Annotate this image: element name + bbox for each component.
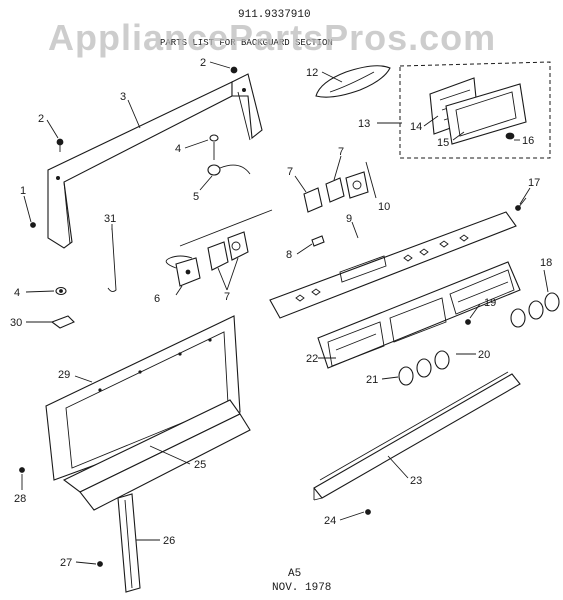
panel-screw xyxy=(465,319,471,325)
washer-upper xyxy=(209,134,219,142)
callout-7c: 7 xyxy=(224,291,230,303)
knob-set-lower xyxy=(398,350,450,386)
revision-date: NOV. 1978 xyxy=(272,582,331,594)
screw-left xyxy=(56,138,64,152)
infinite-switch-left xyxy=(207,241,229,271)
infinite-switch-right xyxy=(227,231,249,261)
callout-2a: 2 xyxy=(200,57,206,69)
page-code: A5 xyxy=(288,568,301,580)
selector-switch xyxy=(345,171,369,199)
callout-2b: 2 xyxy=(38,113,44,125)
leader-lines xyxy=(21,61,549,565)
rotary-switch-b xyxy=(325,177,345,203)
timer-switch xyxy=(165,255,201,287)
light-socket xyxy=(207,142,251,176)
display-module-group xyxy=(399,61,551,159)
callout-19: 19 xyxy=(484,297,496,309)
trim-screw xyxy=(365,509,371,515)
callout-5: 5 xyxy=(193,191,199,203)
callout-6: 6 xyxy=(154,293,160,305)
callout-13: 13 xyxy=(358,118,370,130)
callout-3: 3 xyxy=(120,91,126,103)
wire-lead xyxy=(107,227,117,293)
callout-17: 17 xyxy=(528,177,540,189)
callout-26: 26 xyxy=(163,535,175,547)
mounting-bracket xyxy=(50,315,75,329)
callout-8: 8 xyxy=(286,249,292,261)
bottom-tray xyxy=(62,399,251,511)
watermark: AppliancePartsPros.com xyxy=(48,17,496,58)
callout-25: 25 xyxy=(194,459,206,471)
callout-4b: 4 xyxy=(14,287,20,299)
callout-29: 29 xyxy=(58,369,70,381)
rotary-switch-a xyxy=(303,187,323,213)
terminal-clip xyxy=(311,235,325,247)
callout-18: 18 xyxy=(540,257,552,269)
callout-21: 21 xyxy=(366,374,378,386)
callout-30: 30 xyxy=(10,317,22,329)
callout-10: 10 xyxy=(378,201,390,213)
control-panel-overlay xyxy=(269,211,517,319)
lens-screw xyxy=(505,132,515,140)
screw-top xyxy=(230,66,238,74)
callout-7a: 7 xyxy=(287,166,293,178)
callout-14: 14 xyxy=(410,121,422,133)
support-bracket xyxy=(117,493,141,593)
support-screw xyxy=(97,561,103,567)
callout-24: 24 xyxy=(324,515,336,527)
callout-20: 20 xyxy=(478,349,490,361)
rear-screw xyxy=(19,467,25,473)
model-number: 911.9337910 xyxy=(238,9,311,21)
backguard-panel xyxy=(47,73,263,249)
side-screw xyxy=(30,222,36,228)
fluorescent-lamp xyxy=(315,65,391,98)
callout-15: 15 xyxy=(437,137,449,149)
callout-1: 1 xyxy=(20,185,26,197)
washer-lower xyxy=(55,286,67,296)
callout-27: 27 xyxy=(60,557,72,569)
callout-23: 23 xyxy=(410,475,422,487)
trim-strip xyxy=(313,371,521,501)
callout-31: 31 xyxy=(104,213,116,225)
callout-4a: 4 xyxy=(175,143,181,155)
callout-12: 12 xyxy=(306,67,318,79)
end-screw xyxy=(515,197,527,211)
callout-9: 9 xyxy=(346,213,352,225)
callout-28: 28 xyxy=(14,493,26,505)
callout-7b: 7 xyxy=(338,146,344,158)
callout-22: 22 xyxy=(306,353,318,365)
callout-16: 16 xyxy=(522,135,534,147)
subtitle: PARTS LIST FOR BACKGUARD SECTION xyxy=(160,38,333,48)
knob-set-upper xyxy=(510,292,560,328)
display-lens xyxy=(445,83,527,145)
